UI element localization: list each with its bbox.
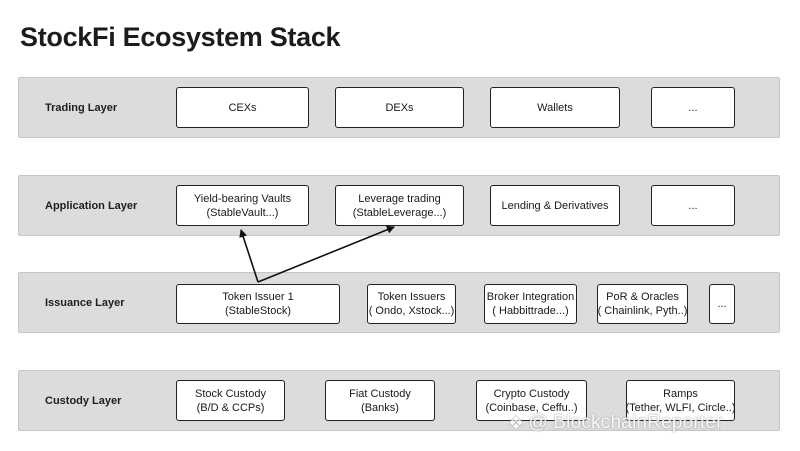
watermark: ❖ @ BlockchainReporter <box>508 412 723 434</box>
node-line: Broker Integration <box>486 291 575 303</box>
node-line: PoR & Oracles <box>606 291 679 303</box>
node-crypto-custody: Crypto Custody (Coinbase, Ceffu..) <box>476 380 587 421</box>
node-line: ... <box>717 298 727 310</box>
node-line: (Tether, WLFI, Circle..) <box>625 401 736 414</box>
node-line: (Banks) <box>361 401 399 414</box>
node-line: (StableVault...) <box>206 206 279 219</box>
node-line: Token Issuers <box>377 291 446 303</box>
node-line: DEXs <box>385 101 414 114</box>
node-token-issuers: Token Issuers ( Ondo, Xstock...) <box>367 284 456 324</box>
binance-diamond-icon: ❖ <box>508 412 525 433</box>
watermark-text: @ BlockchainReporter <box>528 412 723 433</box>
node-line: Ramps <box>663 387 698 400</box>
node-ramps: Ramps (Tether, WLFI, Circle..) <box>625 380 736 421</box>
node-dexs: DEXs <box>335 87 464 128</box>
node-line: Yield-bearing Vaults <box>193 192 292 205</box>
node-line: Crypto Custody <box>493 387 570 400</box>
node-fiat-custody: Fiat Custody (Banks) <box>325 380 435 421</box>
node-line: Wallets <box>537 101 573 114</box>
node-line: ( Chainlink, Pyth..) <box>597 305 688 317</box>
layer-label: Issuance Layer <box>45 296 125 309</box>
layer-label: Trading Layer <box>45 101 118 114</box>
node-por-oracles: PoR & Oracles ( Chainlink, Pyth..) <box>597 284 688 324</box>
node-line: (Coinbase, Ceffu..) <box>485 401 578 414</box>
node-line: ( Habbittrade...) <box>492 305 569 317</box>
node-line: Stock Custody <box>195 387 266 400</box>
layer-label: Custody Layer <box>45 394 122 407</box>
node-cexs: CEXs <box>176 87 309 128</box>
layer-label: Application Layer <box>45 199 138 212</box>
node-line: (B/D & CCPs) <box>196 401 265 414</box>
node-line: ... <box>688 199 698 212</box>
node-stock-custody: Stock Custody (B/D & CCPs) <box>176 380 285 421</box>
node-wallets: Wallets <box>490 87 620 128</box>
node-line: CEXs <box>228 101 257 114</box>
node-line: ( Ondo, Xstock...) <box>368 305 455 317</box>
node-line: Lending & Derivatives <box>501 199 609 212</box>
node-leverage-trading: Leverage trading (StableLeverage...) <box>335 185 464 226</box>
node-application-more: ... <box>651 185 735 226</box>
page-title: StockFi Ecosystem Stack <box>20 22 341 52</box>
node-line: Leverage trading <box>358 192 441 205</box>
node-yield-vaults: Yield-bearing Vaults (StableVault...) <box>176 185 309 226</box>
node-line: Token Issuer 1 <box>222 291 294 303</box>
node-trading-more: ... <box>651 87 735 128</box>
node-token-issuer-1: Token Issuer 1 (StableStock) <box>176 284 340 324</box>
node-line: Fiat Custody <box>349 387 411 400</box>
node-line: ... <box>688 101 698 114</box>
node-issuance-more: ... <box>709 284 735 324</box>
node-lending-derivatives: Lending & Derivatives <box>490 185 620 226</box>
node-line: (StableLeverage...) <box>352 206 447 219</box>
node-broker-integration: Broker Integration ( Habbittrade...) <box>484 284 577 324</box>
node-line: (StableStock) <box>224 305 292 317</box>
